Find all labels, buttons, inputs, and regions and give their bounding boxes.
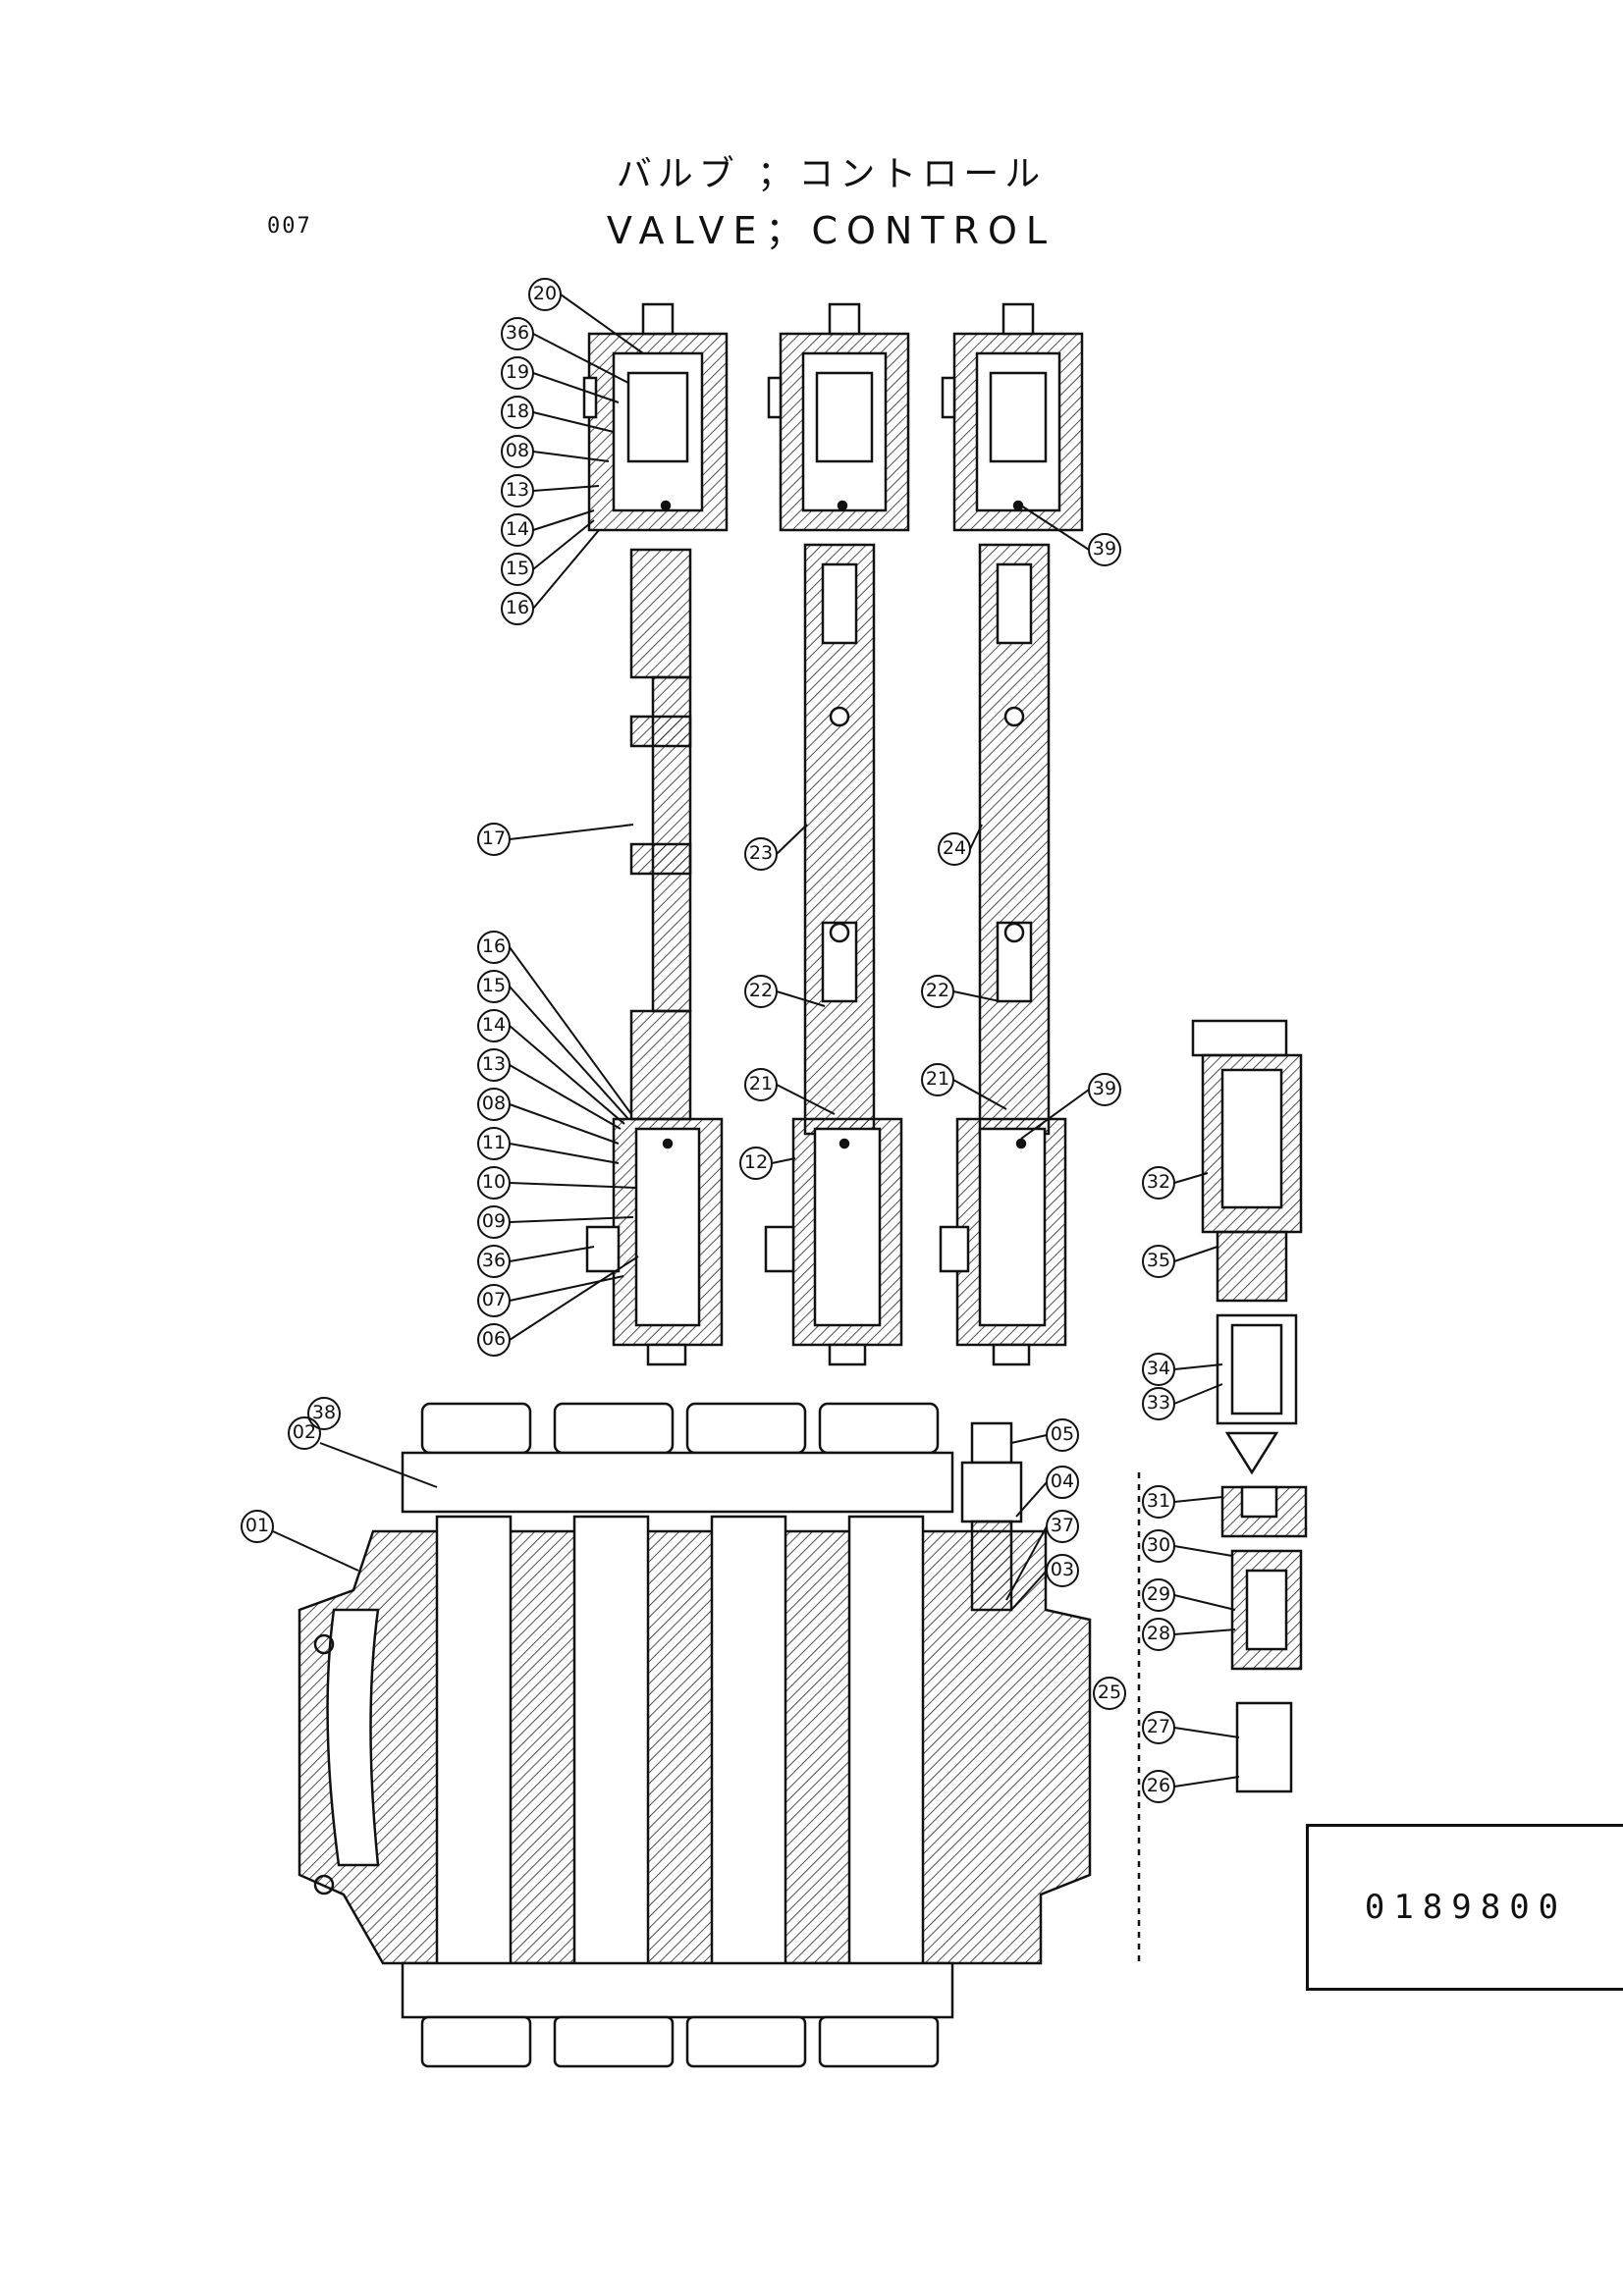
callout-23 xyxy=(744,824,808,871)
callout-21b xyxy=(921,1063,1007,1110)
callout-label-07: 07 xyxy=(482,1289,506,1310)
callout-label-19: 19 xyxy=(506,361,529,383)
callout-label-39b: 39 xyxy=(1093,1078,1116,1099)
callout-label-23: 23 xyxy=(749,842,773,864)
callout-label-26: 26 xyxy=(1147,1775,1170,1796)
page-number: 007 xyxy=(267,214,312,239)
callout-label-36b: 36 xyxy=(482,1250,506,1271)
callout-label-34: 34 xyxy=(1147,1358,1170,1379)
callout-12 xyxy=(739,1147,796,1180)
callout-label-25: 25 xyxy=(1098,1682,1121,1703)
callout-label-20: 20 xyxy=(533,283,557,304)
callout-label-14: 14 xyxy=(506,518,529,540)
callout-label-21b: 21 xyxy=(926,1068,949,1090)
callout-label-09: 09 xyxy=(482,1210,506,1232)
callout-label-10: 10 xyxy=(482,1171,506,1193)
callout-label-02: 02 xyxy=(293,1421,316,1443)
callout-label-13b: 13 xyxy=(482,1053,506,1075)
callout-label-22a: 22 xyxy=(749,980,773,1001)
callout-label-38: 38 xyxy=(312,1402,336,1423)
callout-label-33: 33 xyxy=(1147,1392,1170,1414)
callout-label-29: 29 xyxy=(1147,1583,1170,1605)
callout-group-mid-left xyxy=(477,931,639,1357)
callout-17 xyxy=(477,823,634,856)
callout-label-27: 27 xyxy=(1147,1716,1170,1737)
top-cap-assemblies xyxy=(582,302,1084,532)
callout-39-mid xyxy=(1020,1073,1121,1140)
callout-22b xyxy=(921,975,1001,1008)
callout-group-body-left xyxy=(288,1397,438,1488)
valve-body xyxy=(298,1402,1092,2068)
callout-label-14b: 14 xyxy=(482,1014,506,1036)
callout-label-04: 04 xyxy=(1051,1470,1074,1492)
part-number-box: 0189800 xyxy=(1306,1824,1623,1991)
callout-label-31: 31 xyxy=(1147,1490,1170,1512)
callout-group-top-left xyxy=(501,278,644,625)
spools xyxy=(629,543,1051,1136)
side-valve-lower xyxy=(1137,1472,1308,1963)
spool-24 xyxy=(978,543,1051,1136)
spool-23 xyxy=(803,543,876,1136)
callout-label-12: 12 xyxy=(744,1151,768,1173)
callout-label-06: 06 xyxy=(482,1328,506,1350)
spool-17 xyxy=(629,548,692,1121)
callout-label-15b: 15 xyxy=(482,975,506,996)
callout-label-08b: 08 xyxy=(482,1093,506,1114)
callout-label-28: 28 xyxy=(1147,1623,1170,1644)
callout-label-32: 32 xyxy=(1147,1171,1170,1193)
callout-label-24: 24 xyxy=(943,837,966,859)
callouts xyxy=(241,278,1240,1803)
callout-label-05: 05 xyxy=(1051,1423,1074,1445)
callout-group-side-lower xyxy=(1142,1485,1240,1803)
callout-25 xyxy=(1093,1677,1126,1710)
callout-label-39a: 39 xyxy=(1093,538,1116,560)
cap-1 xyxy=(582,302,729,532)
callout-group-relief xyxy=(1005,1418,1079,1611)
callout-label-21a: 21 xyxy=(749,1073,773,1095)
callout-01 xyxy=(241,1510,359,1572)
title-japanese: バルブ ；コントロール xyxy=(616,154,1047,194)
callout-labels: 16 15 14 13 08 18 19 36 20 17 06 07 36 0… xyxy=(245,283,1170,1796)
callout-label-37: 37 xyxy=(1051,1515,1074,1536)
cap-3 xyxy=(941,302,1084,532)
bottom-cap-3 xyxy=(939,1117,1067,1366)
callout-label-22b: 22 xyxy=(926,980,949,1001)
callout-24 xyxy=(938,824,983,866)
callout-label-18: 18 xyxy=(506,400,529,422)
callout-39-top xyxy=(1020,505,1121,566)
callout-label-36: 36 xyxy=(506,322,529,344)
callout-label-03: 03 xyxy=(1051,1559,1074,1580)
callout-label-01: 01 xyxy=(245,1515,269,1536)
callout-label-11: 11 xyxy=(482,1132,506,1153)
callout-21a xyxy=(744,1068,836,1115)
callout-label-16: 16 xyxy=(506,597,529,618)
callout-label-13: 13 xyxy=(506,479,529,501)
callout-label-16b: 16 xyxy=(482,935,506,957)
callout-group-side-upper xyxy=(1142,1166,1223,1420)
callout-label-35: 35 xyxy=(1147,1250,1170,1271)
bottom-cap-1 xyxy=(585,1117,724,1366)
bottom-cap-2 xyxy=(764,1117,903,1366)
callout-22a xyxy=(744,975,826,1008)
callout-label-17: 17 xyxy=(482,828,506,849)
bottom-cap-assemblies xyxy=(585,1117,1067,1366)
side-valve-upper xyxy=(1191,1019,1303,1475)
cap-2 xyxy=(767,302,910,532)
title-english: VALVE；CONTROL xyxy=(606,209,1056,252)
callout-label-08: 08 xyxy=(506,440,529,461)
part-number: 0189800 xyxy=(1364,1888,1568,1927)
callout-label-30: 30 xyxy=(1147,1534,1170,1556)
callout-label-15: 15 xyxy=(506,558,529,579)
